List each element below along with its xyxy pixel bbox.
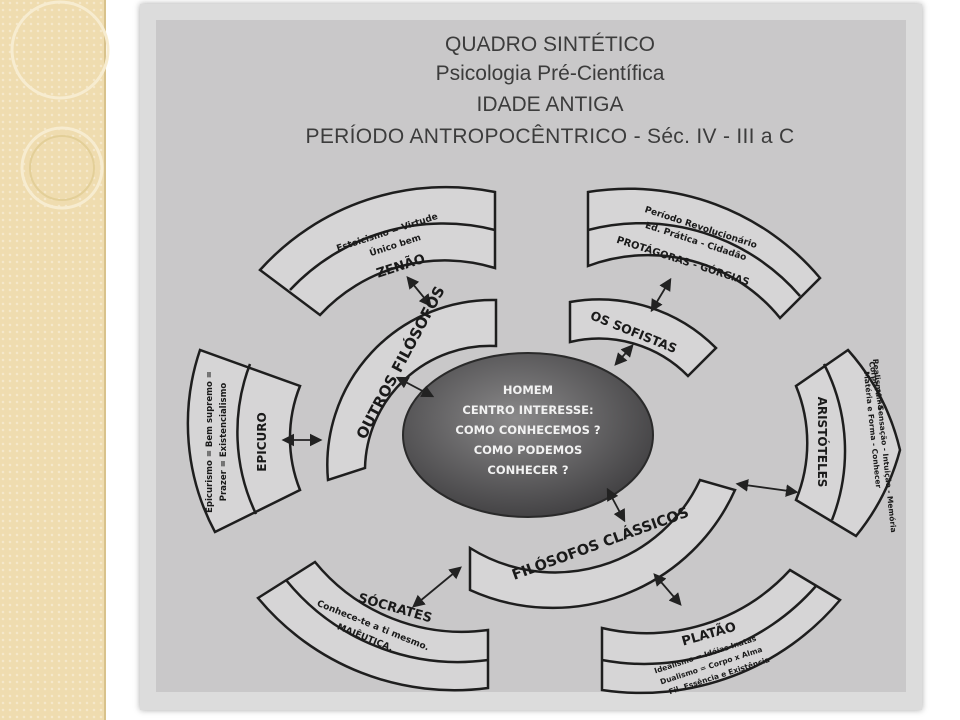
- zenao-outer-arc: [258, 185, 497, 317]
- center-text-line: CENTRO INTERESSE:: [462, 403, 593, 417]
- decorative-side-panel: [0, 0, 104, 720]
- title-line-1: QUADRO SINTÉTICO: [444, 33, 655, 56]
- arrow-zenao-outros: [406, 276, 432, 307]
- concept-diagram: HOMEM CENTRO INTERESSE: COMO CONHECEMOS ? C…: [186, 185, 902, 695]
- epicuro-note-1: Epicurismo = Bem supremo =: [205, 371, 215, 513]
- arrow-center-aristoteles: [735, 479, 799, 497]
- center-text-line: CONHECER ?: [487, 463, 568, 477]
- sofistas-inner-divider: [587, 222, 801, 297]
- zenao-inner-divider: [289, 222, 496, 291]
- sofistas-outer-arc: [586, 187, 822, 320]
- aristoteles-name: ARISTÓTELES: [815, 397, 830, 488]
- aristoteles-inner-divider: [822, 363, 847, 521]
- title-line-4: PERÍODO ANTROPOCÊNTRICO - Séc. IV - III …: [305, 125, 795, 148]
- epicuro-name: EPICURO: [255, 412, 269, 471]
- arrow-center-classicos: [606, 487, 626, 523]
- center-sphere: [402, 352, 654, 518]
- side-panel-divider: [104, 0, 106, 720]
- arrow-classicos-platao: [653, 573, 682, 606]
- arrow-sofistas-center: [614, 344, 634, 366]
- decorative-rings: [10, 0, 110, 210]
- epicuro-note-2: Prazer = Existencialismo: [219, 383, 229, 502]
- center-text-line: COMO PODEMOS: [474, 443, 583, 457]
- socrates-arc: [256, 560, 490, 692]
- arrow-outros-center: [395, 376, 435, 398]
- aristoteles-arc: [794, 348, 902, 538]
- epicuro-inner-divider: [236, 363, 258, 515]
- arrow-protagoras-sofistas: [650, 277, 672, 313]
- center-text-line: COMO CONHECEMOS ?: [455, 423, 600, 437]
- center-text-line: HOMEM: [503, 383, 553, 397]
- epicuro-arc: [186, 348, 302, 534]
- outros-group-arc: [326, 298, 498, 482]
- arrow-classicos-socrates: [412, 566, 462, 608]
- classicos-group-arc: [468, 478, 737, 610]
- title-line-3: IDADE ANTIGA: [476, 93, 624, 116]
- title-line-2: Psicologia Pré-Científica: [435, 62, 665, 85]
- sofistas-group-arc: [568, 298, 718, 378]
- socrates-inner-divider: [285, 579, 489, 664]
- platao-inner-divider: [601, 585, 817, 666]
- platao-arc: [600, 568, 842, 695]
